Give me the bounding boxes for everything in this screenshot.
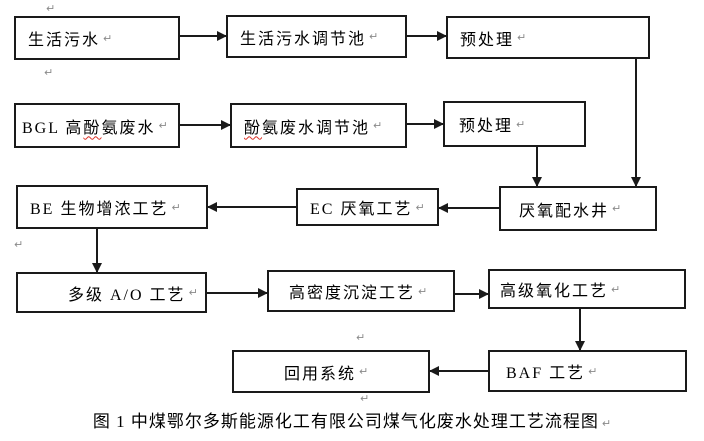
node-reuse-system: 回用系统↵ [232,350,430,393]
node-high-density-sedimentation: 高密度沉淀工艺↵ [267,270,455,312]
arrow-pretreatment-domestic-to-distribution-well [635,59,637,186]
node-anaerobic-distribution-well: 厌氧配水井↵ [499,186,657,231]
node-bgl-high-phenol-ammonia-wastewater: BGL 高酚氨废水↵ [14,103,180,148]
arrow-be-bio-enrichment-to-multistage-ao [96,229,98,272]
paragraph-return-mark: ↵ [360,392,370,405]
figure-caption-text: 图 1 中煤鄂尔多斯能源化工有限公司煤气化废水处理工艺流程图 [92,412,599,431]
paragraph-return-mark: ↵ [588,364,598,378]
paragraph-return-mark: ↵ [171,200,181,214]
paragraph-return-mark: ↵ [188,286,198,299]
node-bgl-label-post: 氨废水 [101,119,156,137]
node-phenol-tank-label-post: 氨废水调节池 [262,119,371,137]
node-be-bio-enrichment: BE 生物增浓工艺↵ [16,185,208,229]
arrow-distribution-well-to-ec-anaerobic [439,207,499,209]
paragraph-return-mark: ↵ [517,31,527,44]
node-phenol-ammonia-regulating-tank: 酚氨废水调节池↵ [230,103,407,148]
node-pretreatment-domestic-label: 预处理 [460,31,515,49]
node-bgl-label-pre: BGL 高 [22,119,84,137]
node-pretreatment-domestic: 预处理↵ [446,16,650,59]
node-pretreatment-phenol: 预处理↵ [443,101,586,147]
node-advanced-oxidation: 高级氧化工艺↵ [488,269,686,309]
node-domestic-sewage-regulating-tank: 生活污水调节池↵ [226,15,407,58]
arrow-ec-anaerobic-to-be-bio-enrichment [208,206,296,208]
node-domestic-sewage-regulating-tank-label: 生活污水调节池 [240,30,367,48]
arrow-bgl-to-phenol-tank [180,124,230,126]
arrow-high-density-to-advanced-oxidation [455,293,488,295]
arrow-baf-to-reuse-system [430,370,488,372]
node-baf-process: BAF 工艺↵ [488,350,687,392]
node-multistage-ao: 多级 A/O 工艺↵ [16,272,207,313]
paragraph-return-mark: ↵ [612,202,622,215]
paragraph-return-mark: ↵ [369,30,379,43]
node-be-bio-enrichment-label: BE 生物增浓工艺 [30,201,169,218]
arrow-advanced-oxidation-to-baf [579,309,581,350]
paragraph-return-mark: ↵ [418,284,428,298]
paragraph-return-mark: ↵ [601,417,612,430]
node-bgl-label: BGL 高酚氨废水 [22,114,155,138]
node-bgl-label-misspelled: 酚 [83,119,102,137]
node-ec-anaerobic: EC 厌氧工艺↵ [296,188,439,226]
node-anaerobic-distribution-well-label: 厌氧配水井 [519,202,610,220]
figure-caption: 图 1 中煤鄂尔多斯能源化工有限公司煤气化废水处理工艺流程图↵ [0,407,704,432]
arrow-regulating-tank-to-pretreatment-domestic [407,35,446,37]
paragraph-return-mark: ↵ [158,119,168,132]
paragraph-return-mark: ↵ [14,238,24,251]
node-pretreatment-phenol-label: 预处理 [459,118,514,135]
node-advanced-oxidation-label: 高级氧化工艺 [500,283,609,300]
arrow-multistage-ao-to-high-density [207,292,267,294]
node-baf-process-label: BAF 工艺 [506,365,586,382]
node-reuse-system-label: 回用系统 [284,365,357,383]
arrow-pretreatment-phenol-to-distribution-well [536,147,538,186]
paragraph-return-mark: ↵ [103,31,113,45]
node-domestic-sewage-label: 生活污水 [28,32,101,49]
paragraph-return-mark: ↵ [356,331,366,344]
node-phenol-tank-label-misspelled: 酚 [244,119,263,137]
node-multistage-ao-label: 多级 A/O 工艺 [68,286,186,304]
paragraph-return-mark: ↵ [373,119,383,132]
paragraph-return-mark: ↵ [359,365,369,378]
paragraph-return-mark: ↵ [611,282,621,296]
node-ec-anaerobic-label: EC 厌氧工艺 [310,201,413,218]
arrow-phenol-tank-to-pretreatment-phenol [407,123,443,125]
paragraph-return-mark: ↵ [415,200,425,214]
node-high-density-sedimentation-label: 高密度沉淀工艺 [289,285,416,302]
node-phenol-ammonia-regulating-tank-label: 酚氨废水调节池 [244,114,370,138]
node-domestic-sewage: 生活污水↵ [14,16,180,60]
paragraph-return-mark: ↵ [46,2,56,15]
arrow-domestic-sewage-to-regulating-tank [180,35,226,37]
paragraph-return-mark: ↵ [44,66,54,79]
paragraph-return-mark: ↵ [516,117,526,131]
